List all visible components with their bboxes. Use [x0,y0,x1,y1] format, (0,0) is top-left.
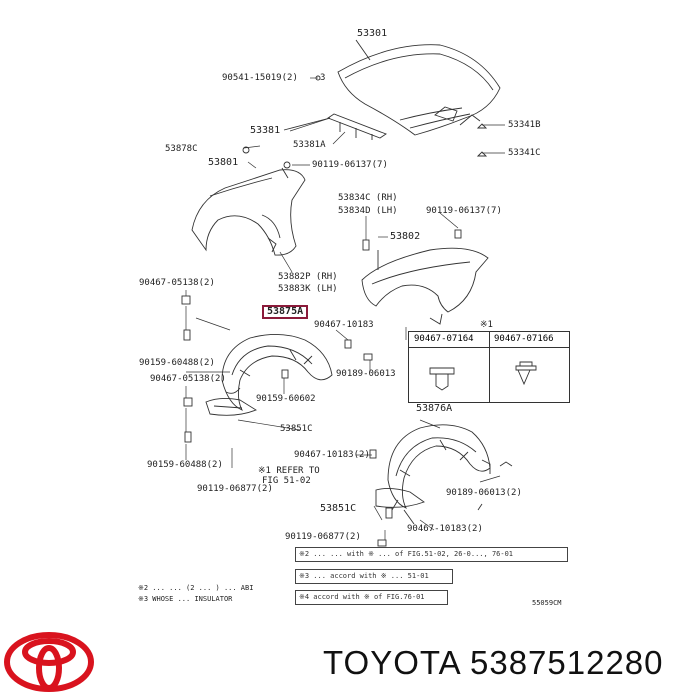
fender-liner-right-drawing [375,424,491,525]
part-label: 53876A [416,403,453,414]
table-mark: ※1 [480,320,493,330]
toyota-logo-icon [4,632,94,692]
refer-note: ※1 REFER TO [258,466,320,476]
part-label: 53878C [165,144,198,154]
highlighted-part-label: 53875A [262,305,309,319]
brand-name: TOYOTA [323,644,460,681]
leader-lines [185,77,505,540]
front-fender-right-drawing [361,247,489,325]
note-box: ※2 ... ... with ※ ... of FIG.51-02, 26-0… [295,547,568,562]
part-label: 90467-10183 [314,320,374,330]
part-label: 90467-10183(2) [407,524,483,534]
table-header: 90467-07164 [414,334,474,344]
clips-drawing [181,75,513,547]
part-label: 90189-06013 [336,369,396,379]
note-box: ※4 accord with ※ of FIG.76-01 [295,590,448,605]
hood-seal-drawing [283,113,387,140]
part-number: 5387512280 [469,644,664,681]
part-label: 53341B [508,120,541,130]
fender-liner-left-drawing [205,334,333,416]
part-label: 53882P (RH) [278,272,338,282]
clip-table: 90467-07164 90467-07166 [408,331,570,403]
part-label: 90467-05138(2) [150,374,226,384]
part-label: 3 [320,73,326,83]
part-label: 53801 [208,157,239,168]
clip-icons [429,361,537,391]
part-label: 53883K (LH) [278,284,338,294]
note-box: ※3 ... accord with ※ ... 51-01 [295,569,453,584]
part-label: 90119-06137(7) [312,160,388,170]
part-label: 90119-06877(2) [285,532,361,542]
symbol-legend: ※2 ... ... (2 ... ) ... ABI [138,584,254,592]
part-label: 90467-10183(2) [294,450,370,460]
part-label: 53834D (LH) [338,206,398,216]
table-header: 90467-07166 [494,334,554,344]
part-label: 53381 [250,125,281,136]
figure-code: 55059CM [532,599,562,607]
front-fender-left-drawing [191,167,306,256]
part-label: 53381A [293,140,326,150]
symbol-legend: ※3 WHOSE ... INSULATOR [138,595,233,603]
part-label: 90119-06877(2) [197,484,273,494]
footer-text: TOYOTA 5387512280 [323,644,664,682]
part-label: 53851C [280,424,313,434]
part-label: 90467-05138(2) [139,278,215,288]
part-label: 53851C [320,503,357,514]
part-label: 90119-06137(7) [426,206,502,216]
hood-drawing [337,39,501,136]
part-label: 53301 [357,28,388,39]
part-label: 90189-06013(2) [446,488,522,498]
part-label: 53341C [508,148,541,158]
part-label: 90159-60488(2) [147,460,223,470]
refer-note: FIG 51-02 [262,476,311,486]
part-label: 53802 [390,231,421,242]
part-label: 90159-60488(2) [139,358,215,368]
diagram-drawing [181,39,537,547]
part-label: 53834C (RH) [338,193,398,203]
part-label: 90159-60602 [256,394,316,404]
part-label: 90541-15019(2) [222,73,298,83]
